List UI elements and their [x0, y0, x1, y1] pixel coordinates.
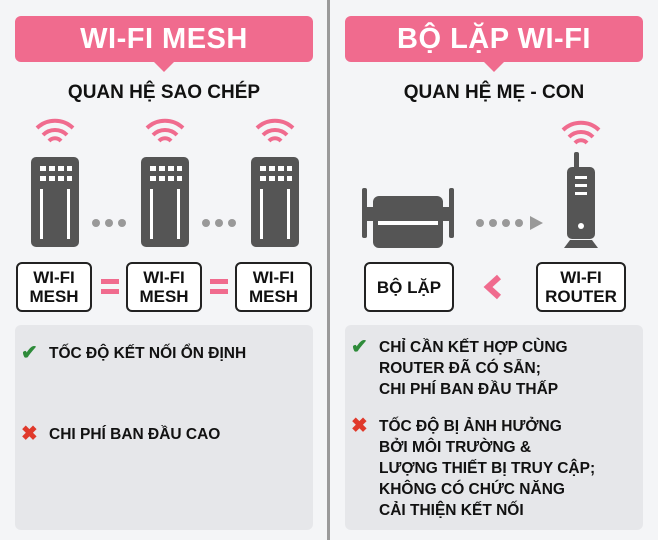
cross-icon: ✖	[351, 415, 368, 437]
repeater-illustration	[362, 120, 601, 248]
con-text: TỐC ĐỘ BỊ ẢNH HƯỞNG	[379, 418, 562, 435]
con-text: CHI PHÍ BAN ĐẦU CAO	[49, 426, 221, 443]
repeater-device-icon	[362, 188, 454, 248]
mesh-pros-cons: ✔ TỐC ĐỘ KẾT NỐI ỔN ĐỊNH ✖ CHI PHÍ BAN ĐẦU…	[15, 325, 313, 530]
pro-text: TỐC ĐỘ KẾT NỐI ỔN ĐỊNH	[49, 345, 247, 362]
label-line: WI-FI	[560, 268, 602, 287]
wifi-signal-icon	[561, 120, 601, 145]
mesh-node-icon	[251, 157, 299, 247]
pro-text: CHI PHÍ BAN ĐẦU THẤP	[379, 381, 559, 398]
pro-text: CHỈ CẦN KẾT HỢP CÙNG	[379, 339, 568, 356]
con-text: KHÔNG CÓ CHỨC NĂNG	[379, 481, 565, 498]
mesh-subtitle: QUAN HỆ SAO CHÉP	[67, 82, 261, 103]
check-icon: ✔	[21, 342, 38, 364]
equals-icon	[210, 279, 228, 294]
label-line: MESH	[139, 287, 189, 306]
mesh-devices-illustration	[31, 118, 299, 247]
equals-icon	[101, 279, 119, 294]
label-line: WI-FI	[33, 268, 75, 287]
label-line: MESH	[29, 287, 79, 306]
pro-item: ✔ CHỈ CẦN KẾT HỢP CÙNG ROUTER ĐÃ CÓ SẴN; C…	[351, 337, 643, 400]
label-line: ROUTER	[545, 287, 617, 306]
repeater-subtitle: QUAN HỆ MẸ - CON	[403, 82, 585, 103]
check-icon: ✔	[351, 336, 368, 358]
cross-icon: ✖	[21, 423, 38, 445]
less-than-icon	[483, 274, 502, 300]
con-text: CẢI THIỆN KẾT NỐI	[379, 502, 524, 519]
wifi-signal-icon	[255, 118, 295, 143]
pro-text: ROUTER ĐÃ CÓ SẴN;	[379, 360, 541, 377]
wifi-signal-icon	[145, 118, 185, 143]
label-line: MESH	[248, 287, 299, 306]
con-item: ✖ CHI PHÍ BAN ĐẦU CAO	[21, 424, 313, 445]
pro-item: ✔ TỐC ĐỘ KẾT NỐI ỔN ĐỊNH	[21, 343, 313, 364]
label-line: WI-FI	[252, 268, 295, 287]
dots-connector-icon	[92, 219, 236, 227]
router-device-icon	[564, 152, 598, 248]
con-text: BỞI MÔI TRƯỜNG &	[379, 439, 532, 456]
label-line: WI-FI	[143, 268, 185, 287]
repeater-pros-cons: ✔ CHỈ CẦN KẾT HỢP CÙNG ROUTER ĐÃ CÓ SẴN; C…	[345, 325, 643, 530]
repeater-title: BỘ LẶP WI-FI	[345, 16, 643, 72]
label-line: BỘ LẶP	[376, 277, 442, 297]
con-item: ✖ TỐC ĐỘ BỊ ẢNH HƯỞNG BỞI MÔI TRƯỜNG & LƯỢ…	[351, 416, 643, 521]
repeater-label: BỘ LẶP	[364, 262, 454, 312]
con-text: LƯỢNG THIẾT BỊ TRUY CẬP;	[379, 460, 596, 477]
wifi-signal-icon	[35, 118, 75, 143]
arrow-right-icon	[476, 216, 543, 230]
divider	[327, 0, 330, 540]
mesh-title: WI-FI MESH	[15, 16, 313, 72]
mesh-node-icon	[141, 157, 189, 247]
mesh-node-icon	[31, 157, 79, 247]
